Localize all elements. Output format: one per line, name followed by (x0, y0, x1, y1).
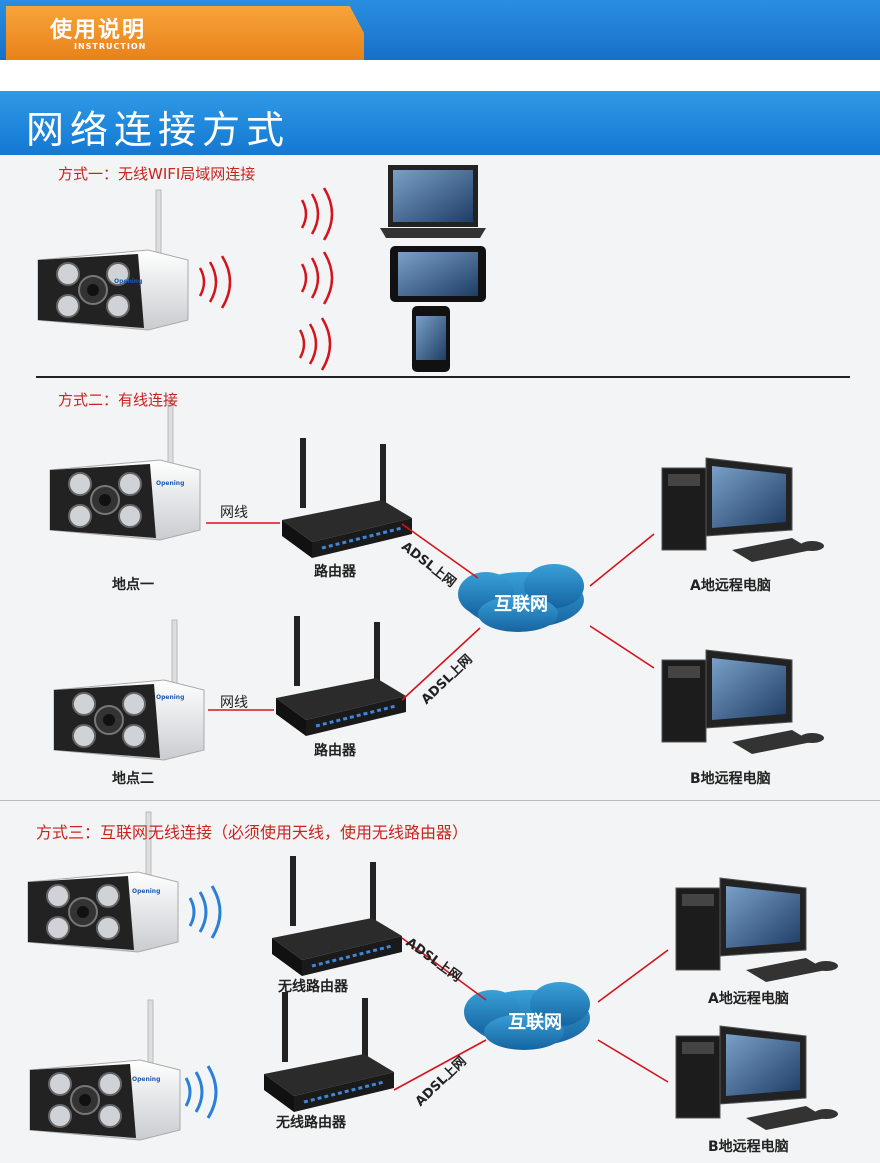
mode2-pc-b (661, 649, 825, 755)
camera-brand-3: Opening (156, 694, 185, 701)
header-subtitle: INSTRUCTION (74, 42, 147, 51)
pc-a-label-2: A地远程电脑 (690, 578, 771, 594)
mode2-pc-a (661, 457, 825, 563)
pc-b-label-3: B地远程电脑 (708, 1139, 789, 1155)
router-label-3b: 无线路由器 (276, 1115, 346, 1131)
mode1-wifi-waves (198, 187, 334, 371)
camera-brand-4: Opening (132, 888, 161, 895)
section-bar (0, 91, 880, 155)
mode3-title: 方式三：互联网无线连接（必须使用天线，使用无线路由器） (36, 823, 469, 842)
mode3-camera-2 (29, 999, 181, 1141)
mode2-links (206, 522, 655, 711)
mode2-router-1 (280, 436, 414, 560)
site2-label: 地点二 (112, 771, 154, 787)
laptop-icon (380, 165, 486, 238)
router-label-3a: 无线路由器 (278, 979, 348, 995)
mode3-router-1 (270, 854, 404, 978)
router-label-2: 路由器 (314, 743, 356, 759)
pc-b-label-2: B地远程电脑 (690, 771, 771, 787)
cable-label-1: 网线 (220, 505, 248, 521)
header-tab (6, 6, 364, 60)
router-label-1: 路由器 (314, 564, 356, 580)
mode3-links (393, 937, 669, 1091)
mode3-wifi-waves (184, 885, 222, 1119)
mode1-title: 方式一：无线WIFI局域网连接 (58, 165, 256, 183)
tablet-icon (390, 246, 486, 302)
camera-brand-2: Opening (156, 480, 185, 487)
site1-label: 地点一 (112, 577, 154, 593)
mode2-router-2 (274, 614, 408, 738)
camera-brand-1: Opening (114, 278, 143, 285)
mode3-pc-b (675, 1025, 839, 1131)
divider-1 (36, 376, 850, 378)
mode3-pc-a (675, 877, 839, 983)
camera-brand-5: Opening (132, 1076, 161, 1083)
mode3-router-2 (262, 990, 396, 1114)
cable-label-2: 网线 (220, 695, 248, 711)
mode1-camera (37, 189, 189, 331)
header-title: 使用说明 (50, 18, 147, 43)
mode2-camera-2 (53, 619, 205, 761)
pc-a-label-3: A地远程电脑 (708, 991, 789, 1007)
divider-2 (0, 800, 880, 801)
mode2-title: 方式二：有线连接 (58, 391, 179, 409)
phone-icon (412, 306, 450, 372)
section-title: 网络连接方式 (26, 108, 291, 152)
internet-label-2: 互联网 (494, 594, 548, 615)
internet-label-3: 互联网 (508, 1012, 562, 1033)
mode2-camera-1 (49, 399, 201, 541)
